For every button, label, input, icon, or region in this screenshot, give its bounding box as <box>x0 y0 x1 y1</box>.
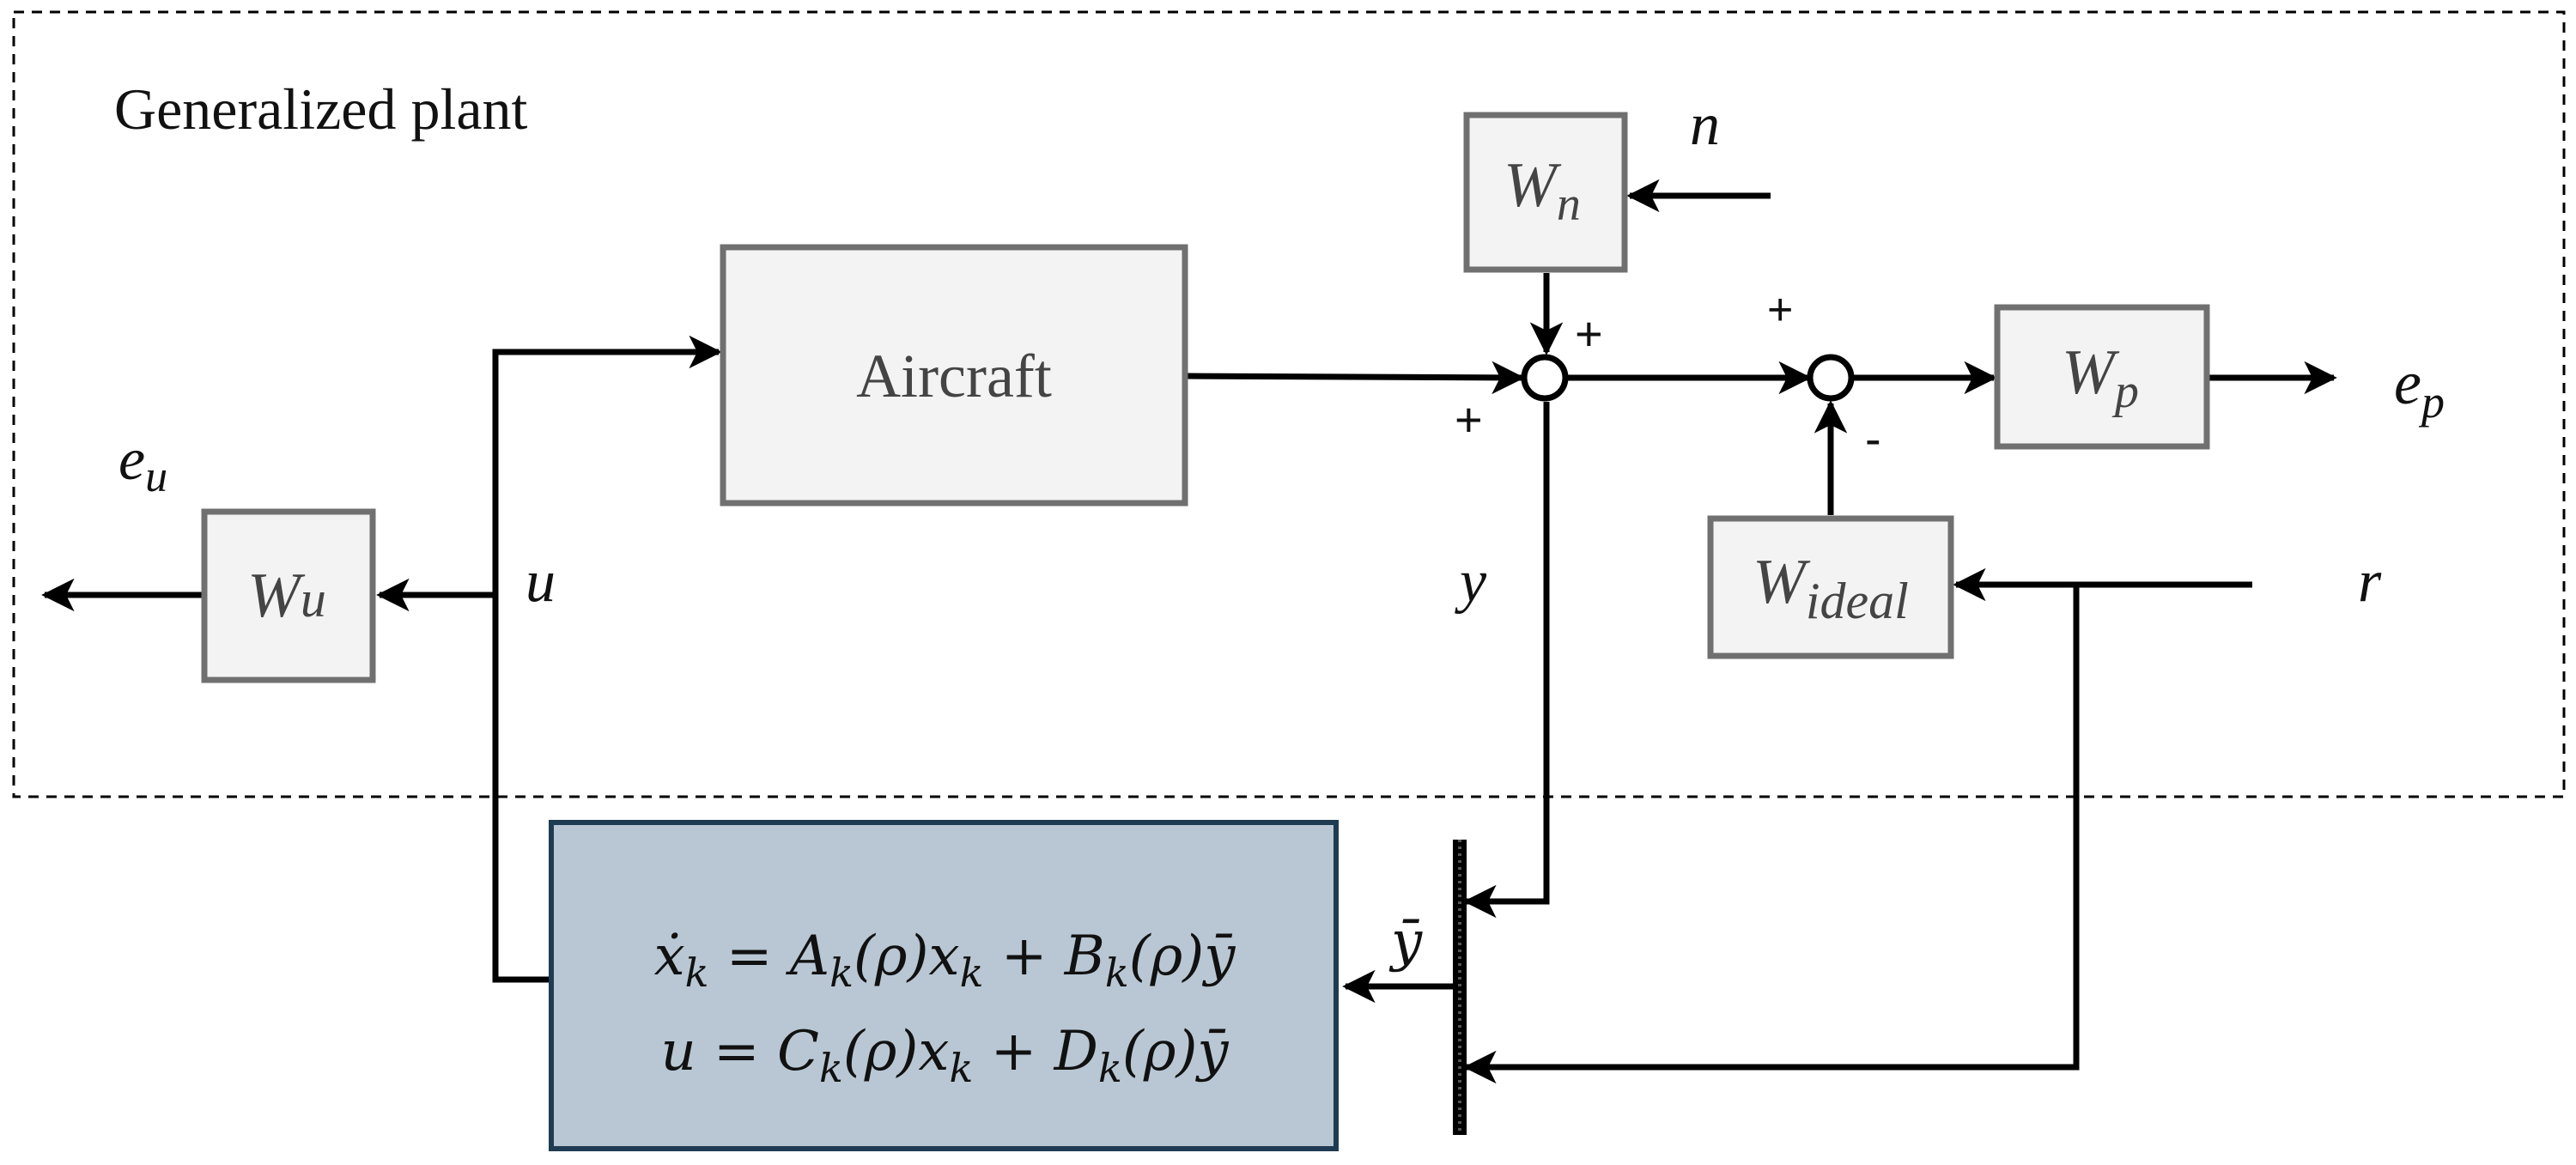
aircraft-label: Aircraft <box>856 342 1052 410</box>
wu-sub: u <box>301 571 326 628</box>
sum2-top-sign: + <box>1767 285 1793 335</box>
sum1-left-sign: + <box>1455 392 1483 446</box>
wp-block: Wp <box>1994 304 2210 450</box>
svg-text:Wn: Wn <box>1504 150 1581 231</box>
wn-sub: n <box>1557 178 1581 231</box>
wu-main: W <box>247 561 306 631</box>
svg-text:Wideal: Wideal <box>1753 547 1909 629</box>
sum2-bottom-sign: - <box>1865 411 1881 465</box>
signal-eu-label: eu <box>118 427 167 501</box>
signal-n-label: n <box>1690 92 1720 158</box>
controller-equation-1: ẋk = Ak(ρ)xk + Bk(ρ)ȳ <box>654 925 1236 996</box>
wu-block: Wu <box>201 508 376 683</box>
aircraft-block: Aircraft <box>720 244 1188 507</box>
wn-main: W <box>1504 150 1562 221</box>
controller-box <box>549 820 1339 1151</box>
svg-text:Wp: Wp <box>2062 337 2139 418</box>
sum1-top-sign: + <box>1575 306 1603 361</box>
svg-text:Wu: Wu <box>247 561 326 631</box>
wp-main: W <box>2062 337 2120 408</box>
signal-ybar-label: ȳ <box>1388 910 1423 974</box>
signal-ep-label: ep <box>2394 349 2445 428</box>
controller-to-aircraft-line <box>492 335 722 983</box>
generalized-plant-frame <box>12 10 2566 798</box>
sum-junction-2 <box>1807 354 1855 402</box>
signal-u-label: u <box>526 549 556 615</box>
controller-equation-2: u = Ck(ρ)xk + Dk(ρ)ȳ <box>660 1020 1229 1091</box>
r-to-mux-line <box>1463 585 2080 1084</box>
wideal-block: Wideal <box>1707 515 1954 659</box>
wideal-sub: ideal <box>1806 573 1909 629</box>
sum-junction-1 <box>1521 354 1569 402</box>
signal-y-label: y <box>1455 549 1487 615</box>
aircraft-output-line <box>1187 361 1525 395</box>
wideal-main: W <box>1753 547 1811 617</box>
signal-r-label: r <box>2358 549 2382 615</box>
y-to-mux-line <box>1463 402 1550 919</box>
controller-block: ẋk = Ak(ρ)xk + Bk(ρ)ȳ u = Ck(ρ)xk + Dk(ρ… <box>549 820 1339 1151</box>
wp-sub: p <box>2111 365 2139 418</box>
frame-label: Generalized plant <box>114 76 528 142</box>
wn-block: Wn <box>1463 112 1628 273</box>
